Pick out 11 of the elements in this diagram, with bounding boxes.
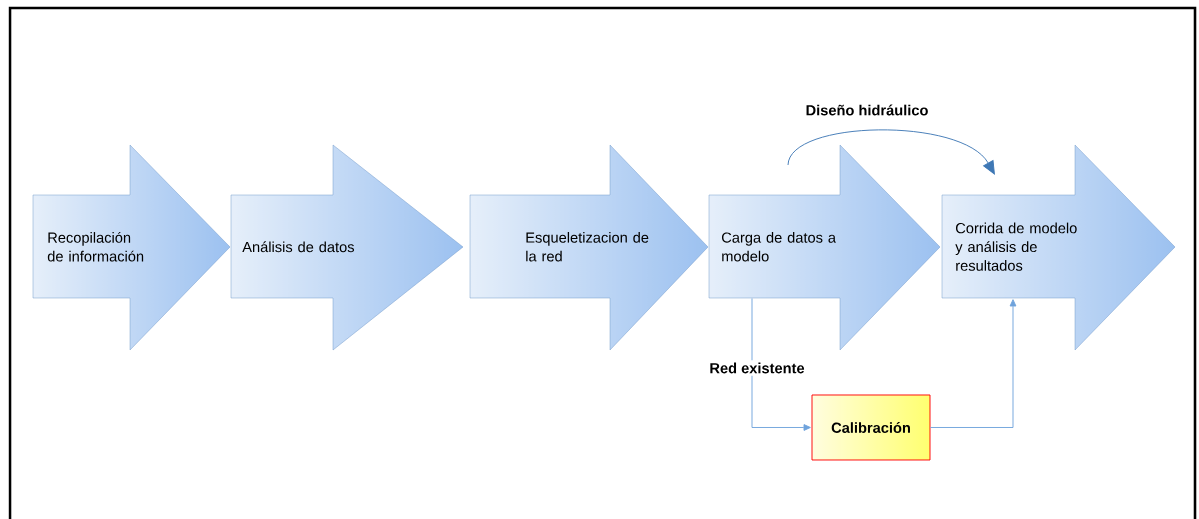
process-step: Recopilación de información bbox=[32, 144, 231, 351]
arrow bbox=[751, 298, 811, 431]
process-step: Análisis de datos bbox=[230, 144, 464, 351]
edge-label: Diseño hidráulico bbox=[803, 102, 931, 118]
arrow bbox=[930, 299, 1017, 428]
process-box: Calibración bbox=[811, 394, 931, 461]
process-step: Carga de datos a modelo bbox=[708, 144, 941, 351]
process-step: Corrida de modelo y análisis de resultados bbox=[941, 144, 1176, 351]
arrow bbox=[787, 129, 995, 175]
process-step: Esqueletizacion de la red bbox=[469, 144, 709, 351]
edge-label: Red existente bbox=[707, 360, 807, 376]
